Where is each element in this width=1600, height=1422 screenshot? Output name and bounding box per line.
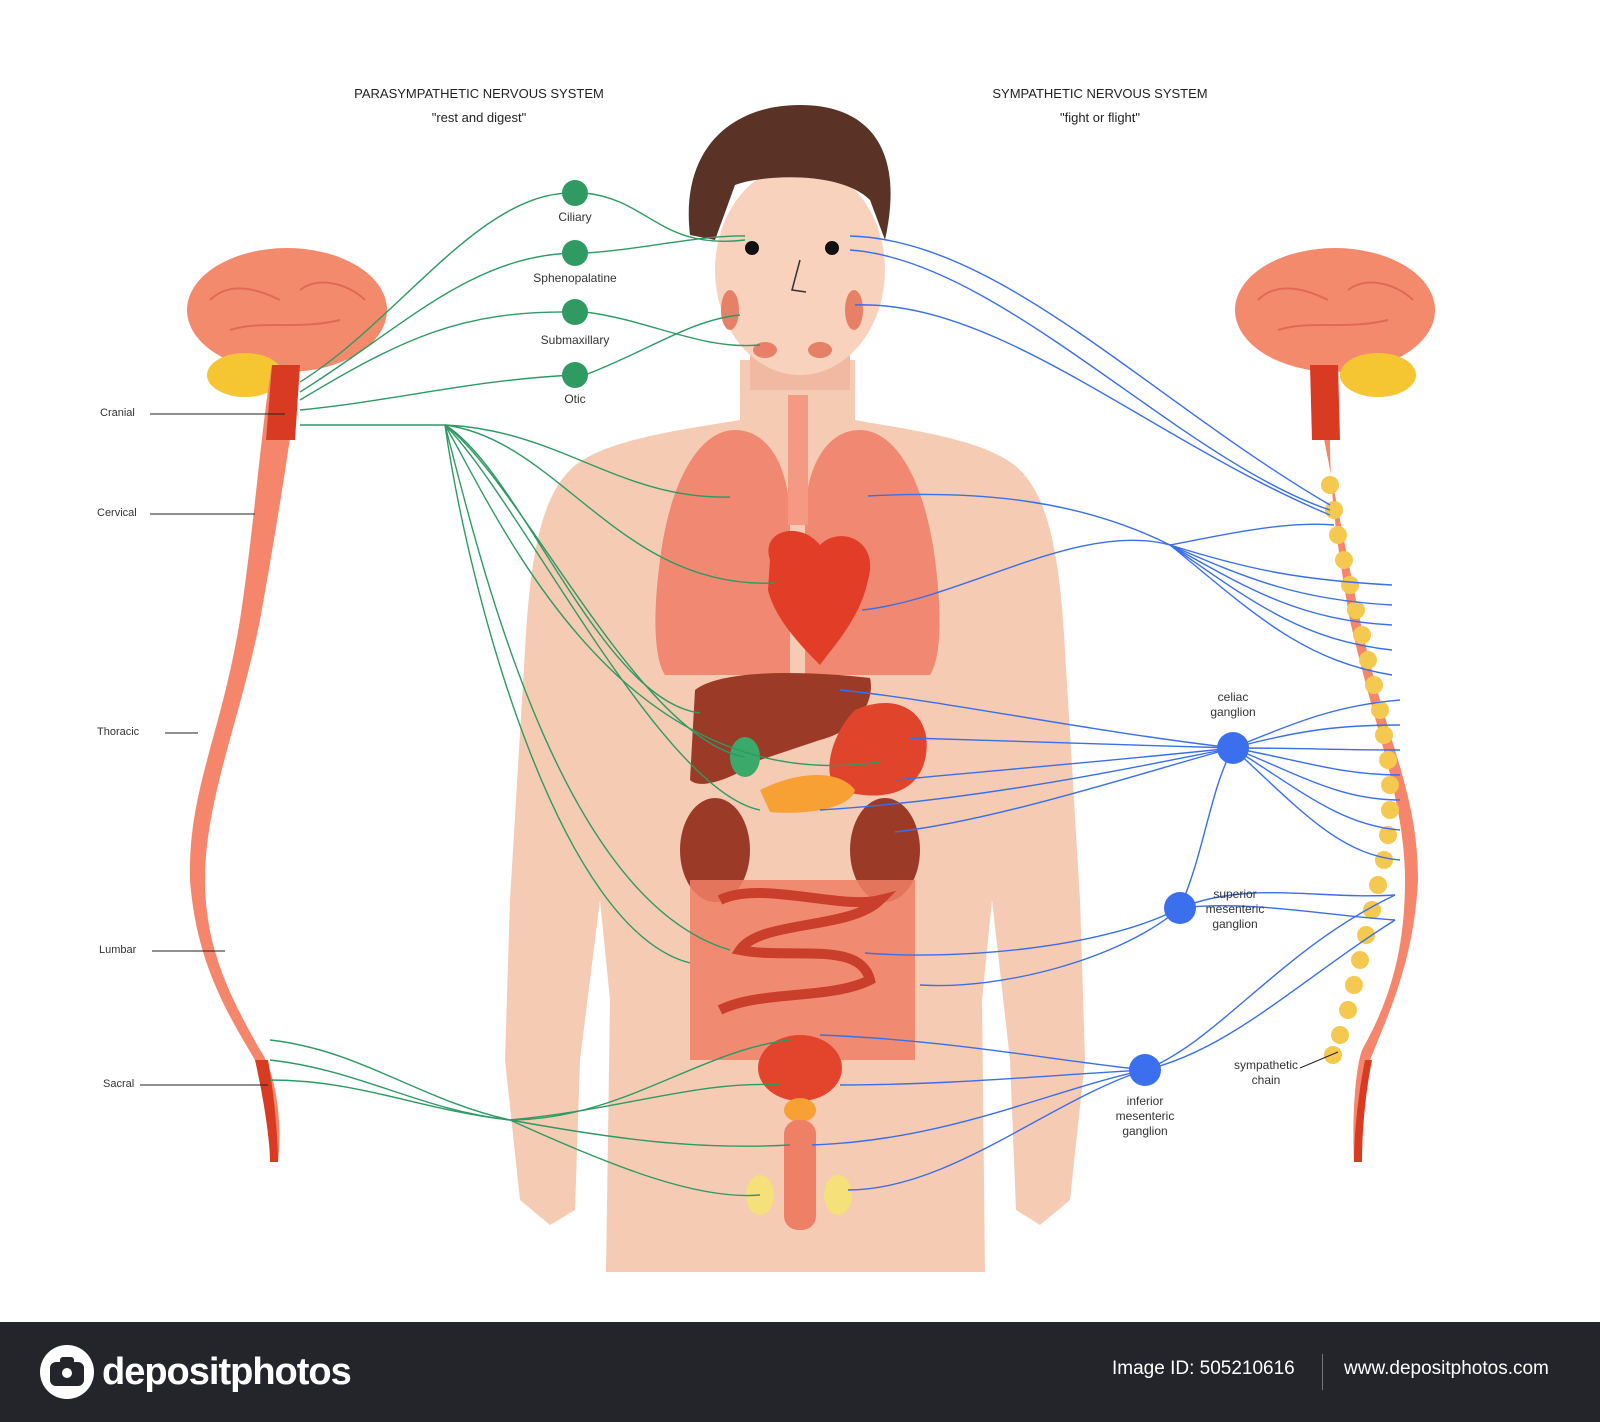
segment-label-thoracic: Thoracic [97, 726, 140, 738]
nervous-system-diagram: PARASYMPATHETIC NERVOUS SYSTEM "rest and… [97, 86, 1435, 1272]
segment-leader-lines [140, 413, 1339, 1086]
sympathetic-chain-label: sympathetic chain [1233, 1058, 1299, 1087]
ganglion-label-otic: Otic [564, 392, 586, 406]
superior-mesenteric-ganglion-node [1164, 892, 1196, 924]
sympathetic-subtitle: "fight or flight" [1059, 110, 1141, 125]
camera-icon [40, 1345, 94, 1399]
image-id: Image ID: 505210616 [1112, 1358, 1295, 1379]
lungs [655, 395, 940, 675]
digestive-organs [680, 673, 927, 1060]
parasympathetic-nerves [269, 192, 881, 1197]
ganglion-label-inferior-mesenteric: inferior mesenteric ganglion [1115, 1094, 1175, 1138]
brand-name: depositphotos [102, 1350, 352, 1393]
sympathetic-chain [1321, 476, 1399, 1064]
ganglion-label-superior-mesenteric: superior mesenteric ganglion [1205, 887, 1265, 931]
ganglion-label-celiac: celiac ganglion [1210, 690, 1256, 719]
celiac-ganglion-node [1217, 732, 1249, 764]
segment-label-sacral: Sacral [103, 1078, 135, 1090]
parasympathetic-ganglia-nodes [562, 180, 588, 388]
ganglion-label-sphenopalatine: Sphenopalatine [533, 271, 617, 285]
sympathetic-ganglia-nodes [1129, 732, 1249, 1086]
brand-logo-link[interactable]: depositphotos [40, 1344, 352, 1400]
parasympathetic-title: PARASYMPATHETIC NERVOUS SYSTEM [354, 86, 604, 101]
heart [768, 530, 871, 665]
parasympathetic-brain-spine [187, 248, 387, 1162]
anatomy-illustration [140, 105, 1435, 1272]
sympathetic-nerves [811, 235, 1401, 1191]
submaxillary-ganglion-node [562, 299, 588, 325]
sphenopalatine-ganglion-node [562, 240, 588, 266]
footer-divider [1322, 1354, 1323, 1390]
ciliary-ganglion-node [562, 180, 588, 206]
ganglion-label-submaxillary: Submaxillary [540, 333, 610, 347]
sympathetic-brain-spine [1235, 248, 1435, 1162]
segment-label-cervical: Cervical [97, 507, 137, 519]
footer-bar: depositphotos Image ID: 505210616 www.de… [0, 1322, 1600, 1422]
otic-ganglion-node [562, 362, 588, 388]
inferior-mesenteric-ganglion-node [1129, 1054, 1161, 1086]
sympathetic-title: SYMPATHETIC NERVOUS SYSTEM [992, 86, 1208, 101]
segment-label-cranial: Cranial [100, 407, 135, 419]
parasympathetic-subtitle: "rest and digest" [431, 110, 527, 125]
head [688, 105, 891, 390]
segment-label-lumbar: Lumbar [99, 944, 137, 956]
site-link[interactable]: www.depositphotos.com [1344, 1358, 1549, 1379]
ganglion-label-ciliary: Ciliary [558, 210, 592, 224]
